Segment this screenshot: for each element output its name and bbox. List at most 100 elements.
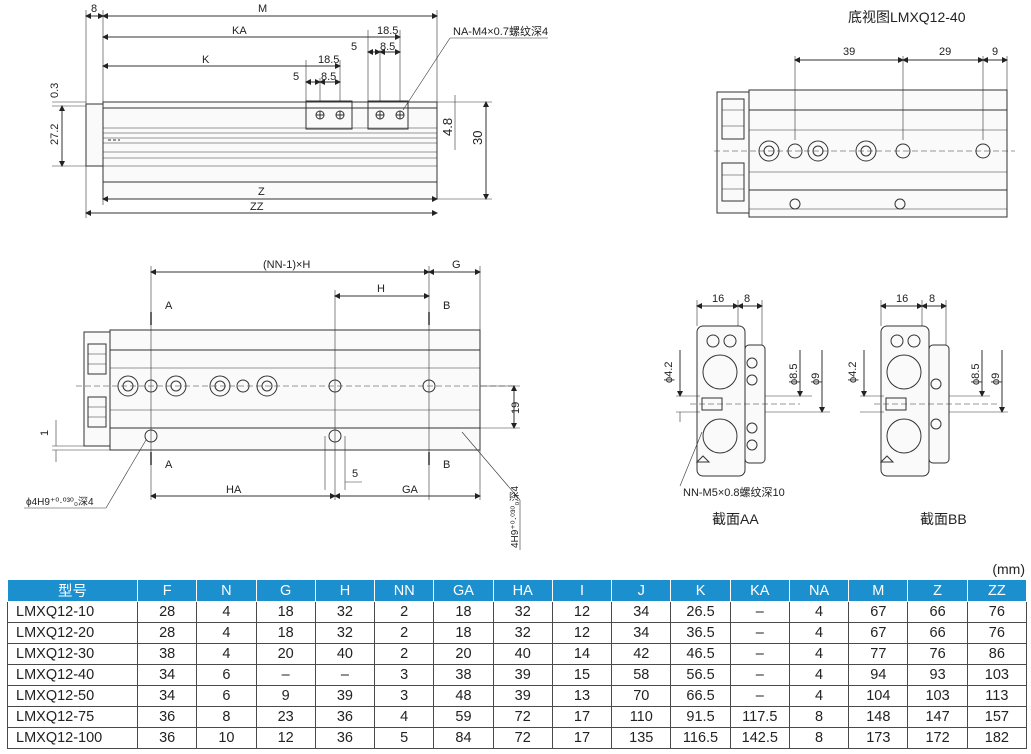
dim-1: 1 — [39, 430, 51, 436]
table-cell: 20 — [433, 643, 494, 665]
table-cell: 48 — [433, 685, 494, 707]
table-cell: 39 — [492, 664, 553, 686]
table-cell: 72 — [492, 706, 553, 728]
table-cell: – — [729, 601, 790, 623]
table-cell: – — [729, 622, 790, 644]
table-cell: – — [314, 664, 376, 686]
table-cell: 157 — [966, 706, 1028, 728]
dim-ga: GA — [402, 484, 419, 496]
section-bb-label: 截面BB — [920, 511, 967, 527]
dim-ka: KA — [232, 25, 247, 37]
table-cell: 91.5 — [670, 706, 731, 728]
hole-spec-right: 4H9⁺⁰·⁰³⁰₀深4 — [509, 486, 521, 548]
aa-dim-16: 16 — [712, 293, 724, 305]
dim-z: Z — [258, 186, 265, 198]
table-cell: 4 — [788, 685, 850, 707]
table-header-cell: J — [611, 579, 672, 602]
table-cell-model: LMXQ12-50 — [7, 685, 138, 707]
table-cell: 36.5 — [670, 622, 731, 644]
table-cell: 8 — [788, 706, 850, 728]
table-cell: 66 — [907, 601, 968, 623]
side-view — [24, 266, 521, 550]
table-cell: 46.5 — [670, 643, 731, 665]
table-cell: 103 — [966, 664, 1028, 686]
table-cell: 32 — [492, 622, 553, 644]
table-cell: 117.5 — [729, 706, 790, 728]
table-cell: 39 — [492, 685, 553, 707]
na-callout: NA-M4×0.7螺纹深4 — [453, 24, 548, 38]
table-cell: 116.5 — [670, 727, 731, 749]
dim-29: 29 — [939, 46, 951, 58]
dim-19: 19 — [510, 402, 522, 414]
table-cell: – — [729, 685, 790, 707]
table-cell: 18 — [255, 601, 316, 623]
table-cell: 148 — [848, 706, 909, 728]
hole-spec-left: ϕ4H9⁺⁰·⁰³⁰₀深4 — [26, 496, 94, 508]
table-cell: 13 — [551, 685, 613, 707]
dim-m: M — [258, 3, 267, 15]
bb-dim-8-5: ϕ8.5 — [970, 364, 982, 385]
bb-dim-16: 16 — [896, 293, 908, 305]
table-cell: 26.5 — [670, 601, 731, 623]
dim-8-5-a: 8.5 — [380, 41, 395, 53]
table-cell: 34 — [136, 664, 198, 686]
table-header-cell: NN — [374, 579, 435, 602]
table-cell: 66 — [907, 622, 968, 644]
table-cell: 12 — [551, 601, 613, 623]
table-header-cell: HA — [492, 579, 553, 602]
table-cell: 23 — [255, 706, 316, 728]
table-cell: 93 — [907, 664, 968, 686]
table-cell: 2 — [374, 622, 435, 644]
table-cell: 40 — [492, 643, 553, 665]
section-mark-b-top: B — [443, 300, 450, 312]
dim-0-3: 0.3 — [49, 83, 61, 98]
table-cell: 36 — [314, 727, 376, 749]
table-cell: 36 — [136, 706, 198, 728]
table-cell: 38 — [136, 643, 198, 665]
table-cell: 36 — [314, 706, 376, 728]
table-cell: 6 — [196, 664, 257, 686]
table-cell: 113 — [966, 685, 1028, 707]
top-view — [52, 10, 548, 218]
top-view-mount-pad-2 — [367, 100, 409, 130]
table-cell: 4 — [196, 601, 257, 623]
table-header-cell: M — [848, 579, 909, 602]
technical-drawing: 8 M KA 18.5 5 8.5 K 18.5 5 8.5 NA-M4×0.7… — [24, 3, 1015, 550]
table-cell: 34 — [611, 601, 672, 623]
dim-5-a: 5 — [351, 41, 357, 53]
dim-18-5-b: 18.5 — [318, 54, 339, 66]
dim-9-bottom: 9 — [992, 46, 998, 58]
dim-5-side: 5 — [352, 468, 358, 480]
table-cell: 94 — [848, 664, 909, 686]
table-cell: 76 — [966, 622, 1028, 644]
table-cell: 18 — [433, 622, 494, 644]
top-view-body — [102, 101, 438, 200]
table-cell: 32 — [314, 622, 376, 644]
section-mark-b-bottom: B — [443, 459, 450, 471]
section-mark-a-top: A — [165, 300, 173, 312]
table-cell: 76 — [907, 643, 968, 665]
table-cell: 4 — [788, 664, 850, 686]
dim-39: 39 — [843, 46, 855, 58]
dim-27-2: 27.2 — [49, 124, 61, 145]
table-cell: 6 — [196, 685, 257, 707]
section-aa-label: 截面AA — [712, 511, 759, 527]
dim-5-b: 5 — [293, 71, 299, 83]
table-cell: – — [729, 664, 790, 686]
bb-dim-8: 8 — [929, 293, 935, 305]
table-cell: 84 — [433, 727, 494, 749]
table-header-cell: NA — [788, 579, 850, 602]
table-cell: 18 — [255, 622, 316, 644]
table-cell: 77 — [848, 643, 909, 665]
table-cell: 10 — [196, 727, 257, 749]
section-mark-a-bottom: A — [165, 459, 173, 471]
bottom-view-title: 底视图LMXQ12-40 — [848, 9, 966, 25]
section-bb — [860, 300, 1008, 477]
table-header-cell: G — [255, 579, 316, 602]
table-header-cell: Z — [907, 579, 968, 602]
